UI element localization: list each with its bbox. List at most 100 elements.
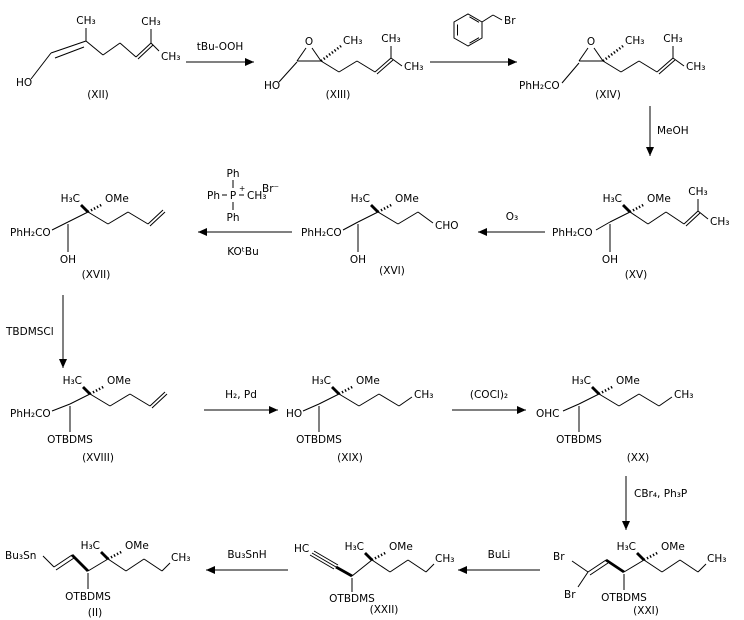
ylide-p-label: P bbox=[230, 190, 236, 202]
xvi-cho-label: CHO bbox=[435, 220, 459, 232]
xxi-br-bottom-label: Br bbox=[564, 589, 576, 601]
xxii-wedge-bond-methyl bbox=[364, 552, 373, 561]
compound-xxii-bonds bbox=[309, 550, 435, 592]
compound-xxi: Br Br H₃C OMe OTBDMS CH₃ (XXI) bbox=[553, 541, 726, 617]
ylide-ph-bottom-label: Ph bbox=[227, 212, 240, 224]
xiii-methyl-right-label: CH₃ bbox=[404, 61, 423, 73]
xviii-obn-label: PhH₂CO bbox=[10, 408, 51, 420]
xxi-ome-label: OMe bbox=[661, 541, 685, 553]
step2-benzyl-bromide: Br bbox=[430, 13, 517, 66]
reagent-buli-label: BuLi bbox=[488, 549, 511, 561]
xiv-hash-bond bbox=[602, 44, 624, 63]
step7-hydrogenation: H₂, Pd bbox=[204, 389, 278, 414]
xv-wedge-bond bbox=[622, 204, 631, 213]
xv-methyl-right-label: CH₃ bbox=[710, 216, 729, 228]
xix-compound-number: (XIX) bbox=[337, 452, 363, 464]
xviii-h3c-label: H₃C bbox=[63, 375, 82, 387]
xiv-methyl-right-label: CH₃ bbox=[686, 61, 705, 73]
compound-xiii: HO O CH₃ CH₃ CH₃ (XIII) bbox=[264, 33, 423, 101]
compound-xii: HO CH₃ CH₃ CH₃ (XII) bbox=[16, 15, 180, 101]
step4-ozone: O₃ bbox=[478, 211, 545, 236]
xv-compound-number: (XV) bbox=[625, 269, 648, 281]
xviii-compound-number: (XVIII) bbox=[82, 452, 114, 464]
xv-hash-bond bbox=[629, 202, 646, 214]
compound-xiv-bonds bbox=[561, 46, 685, 84]
xiii-hash-bond bbox=[320, 44, 342, 63]
ii-bu3sn-label: Bu₃Sn bbox=[5, 550, 36, 562]
step9-corey-fuchs: CBr₄, Ph₃P bbox=[622, 476, 687, 530]
benzyl-br-label: Br bbox=[504, 15, 516, 27]
ylide-br-anion-label: Br⁻ bbox=[262, 183, 279, 195]
xviii-otbdms-label: OTBDMS bbox=[47, 434, 93, 446]
xiii-epoxide-o-label: O bbox=[305, 36, 313, 48]
xvi-h3c-label: H₃C bbox=[351, 193, 370, 205]
compound-xvi: PhH₂CO H₃C OMe OH CHO (XVI) bbox=[301, 193, 459, 277]
ylide-bonds bbox=[222, 180, 244, 210]
xx-hash-bond bbox=[598, 384, 615, 396]
compound-xiii-bonds bbox=[278, 46, 403, 83]
phosphonium-ylide-reagent: Ph Ph P + CH₃ Br⁻ Ph bbox=[207, 168, 279, 224]
step5-wittig: Ph Ph P + CH₃ Br⁻ Ph KOᵗBu bbox=[198, 168, 292, 258]
xviii-hash-bond bbox=[89, 384, 106, 396]
xv-ome-label: OMe bbox=[647, 193, 671, 205]
xiii-compound-number: (XIII) bbox=[326, 89, 351, 101]
xviii-wedge-bond bbox=[82, 386, 91, 395]
xxii-methyl-end-label: CH₃ bbox=[435, 553, 454, 565]
xiv-epoxide-o-label: O bbox=[587, 36, 595, 48]
xiii-ho-label: HO bbox=[264, 80, 280, 92]
compound-xxii: HC H₃C OMe OTBDMS CH₃ (XXII) bbox=[294, 541, 454, 616]
reagent-meoh-label: MeOH bbox=[657, 125, 689, 137]
xxi-methyl-end-label: CH₃ bbox=[707, 553, 726, 565]
xix-wedge-bond bbox=[331, 386, 340, 395]
xvii-wedge-bond bbox=[80, 204, 89, 213]
xxii-ome-label: OMe bbox=[389, 541, 413, 553]
xxi-otbdms-label: OTBDMS bbox=[601, 592, 647, 604]
compound-xix-bonds bbox=[302, 393, 413, 432]
xxi-compound-number: (XXI) bbox=[633, 605, 659, 617]
xvii-compound-number: (XVII) bbox=[82, 269, 111, 281]
xviii-ome-label: OMe bbox=[107, 375, 131, 387]
xii-compound-number: (XII) bbox=[87, 89, 109, 101]
compound-xxi-bonds bbox=[571, 559, 707, 590]
compound-xviii-bonds bbox=[51, 391, 168, 432]
xvi-oh-label: OH bbox=[350, 254, 366, 266]
reagent-oxalyl-label: (COCl)₂ bbox=[470, 389, 508, 401]
compound-xx: OHC H₃C OMe OTBDMS CH₃ (XX) bbox=[536, 375, 693, 464]
xxii-hc-label: HC bbox=[294, 543, 309, 555]
compound-xiv: PhH₂CO O CH₃ CH₃ CH₃ (XIV) bbox=[519, 33, 705, 101]
ylide-plus-charge: + bbox=[239, 184, 245, 193]
xxi-wedge-bond-vinyl bbox=[605, 558, 625, 574]
xx-ohc-label: OHC bbox=[536, 408, 560, 420]
compound-xvii-bonds bbox=[51, 209, 166, 252]
xix-methyl-end-label: CH₃ bbox=[414, 389, 433, 401]
xiv-compound-number: (XIV) bbox=[595, 89, 621, 101]
xvii-obn-label: PhH₂CO bbox=[10, 227, 51, 239]
xii-ho-label: HO bbox=[16, 77, 32, 89]
step3-meoh: MeOH bbox=[646, 106, 689, 156]
xix-ome-label: OMe bbox=[356, 375, 380, 387]
compound-xvii: PhH₂CO H₃C OMe OH (XVII) bbox=[10, 193, 166, 281]
step8-oxalyl-chloride: (COCl)₂ bbox=[452, 389, 526, 414]
reagent-tbdmscl-label: TBDMSCl bbox=[5, 326, 54, 338]
xii-methyl-top2-label: CH₃ bbox=[141, 16, 160, 28]
xxii-wedge-bond-alkynyl bbox=[335, 565, 353, 578]
xiii-methyl-epoxide-label: CH₃ bbox=[343, 35, 362, 47]
compound-ii-bonds bbox=[42, 554, 171, 589]
step6-tbdmscl: TBDMSCl bbox=[5, 295, 67, 368]
ii-hash-bond bbox=[107, 549, 124, 561]
xix-otbdms-label: OTBDMS bbox=[296, 434, 342, 446]
xv-oh-label: OH bbox=[602, 254, 618, 266]
ylide-ph-left-label: Ph bbox=[207, 190, 220, 202]
compound-xix: HO H₃C OMe OTBDMS CH₃ (XIX) bbox=[286, 375, 433, 464]
reagent-h2pd-label: H₂, Pd bbox=[225, 389, 257, 401]
xxi-br-top-label: Br bbox=[553, 551, 565, 563]
xv-methyl-top-label: CH₃ bbox=[688, 186, 707, 198]
reagent-tbuooh-label: tBu-OOH bbox=[197, 41, 243, 53]
xvi-compound-number: (XVI) bbox=[379, 265, 405, 277]
xvi-hash-bond bbox=[377, 202, 394, 214]
reagent-ozone-label: O₃ bbox=[506, 211, 518, 223]
xx-h3c-label: H₃C bbox=[572, 375, 591, 387]
xii-methyl-top1-label: CH₃ bbox=[76, 15, 95, 27]
compound-xii-bonds bbox=[30, 28, 160, 80]
